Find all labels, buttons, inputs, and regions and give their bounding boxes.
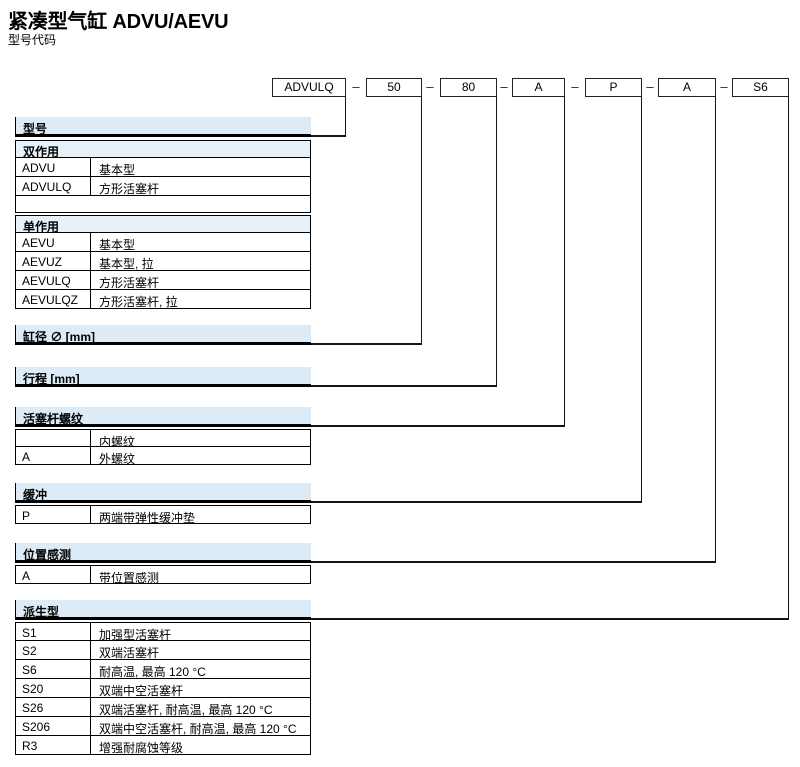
row-code-cell: S26 — [16, 698, 91, 716]
page-subtitle: 型号代码 — [8, 33, 57, 47]
row-desc-cell: 双端中空活塞杆 — [99, 683, 184, 698]
table-row: P 两端带弹性缓冲垫 — [15, 505, 311, 524]
row-code-cell: S1 — [16, 623, 91, 640]
connector-hline-rod-thread — [311, 425, 565, 427]
row-desc-cell: 基本型 — [99, 162, 136, 177]
row-desc-cell: 双端活塞杆, 耐高温, 最高 120 °C — [99, 702, 273, 717]
table-row: AEVUZ 基本型, 拉 — [15, 252, 311, 271]
table-row: AEVULQZ 方形活塞杆, 拉 — [15, 290, 311, 309]
dash-separator: – — [646, 79, 654, 94]
dash-separator: – — [500, 79, 508, 94]
row-desc-cell: 加强型活塞杆 — [99, 627, 172, 641]
connector-hline-position-sensing — [311, 561, 716, 563]
dash-separator: – — [571, 79, 579, 94]
dash-separator: – — [352, 79, 360, 94]
section-header-stroke: 行程 [mm] — [15, 367, 311, 387]
code-box-rod-thread: A — [512, 78, 565, 97]
table-row: S20 双端中空活塞杆 — [15, 679, 311, 698]
table-row: 内螺纹 — [15, 429, 311, 447]
row-desc-cell: 方形活塞杆, 拉 — [99, 294, 178, 309]
row-desc-cell: 外螺纹 — [99, 451, 136, 465]
row-desc-cell: 方形活塞杆 — [99, 181, 160, 196]
page-title: 紧凑型气缸 ADVU/AEVU — [8, 11, 229, 33]
row-code-cell: AEVU — [16, 233, 91, 251]
code-box-bore: 50 — [366, 78, 422, 97]
table-row: A 带位置感测 — [15, 565, 311, 584]
connector-vline-stroke — [495, 96, 497, 387]
table-row: A 外螺纹 — [15, 447, 311, 465]
connector-vline-model — [344, 96, 346, 137]
code-box-variant: S6 — [732, 78, 789, 97]
connector-hline-model — [311, 135, 346, 137]
row-code-cell: S6 — [16, 660, 91, 678]
table-row: S26 双端活塞杆, 耐高温, 最高 120 °C — [15, 698, 311, 717]
row-code-cell: R3 — [16, 736, 91, 754]
row-desc-cell: 带位置感测 — [99, 570, 160, 584]
row-code-cell: S206 — [16, 717, 91, 735]
row-desc-cell: 双端中空活塞杆, 耐高温, 最高 120 °C — [99, 721, 297, 736]
group-header-single-acting: 单作用 — [15, 215, 311, 234]
table-row: R3 增强耐腐蚀等级 — [15, 736, 311, 755]
dash-separator: – — [426, 79, 434, 94]
dash-separator: – — [720, 79, 728, 94]
code-box-position-sensing: A — [658, 78, 716, 97]
row-code-cell: ADVULQ — [16, 177, 91, 195]
row-desc-cell: 双端活塞杆 — [99, 645, 160, 660]
table-row: AEVU 基本型 — [15, 233, 311, 252]
row-code-cell: A — [16, 566, 91, 583]
row-code-cell: A — [16, 447, 91, 464]
row-code-cell: AEVULQ — [16, 271, 91, 289]
row-code-cell: AEVUZ — [16, 252, 91, 270]
table-row: ADVULQ 方形活塞杆 — [15, 177, 311, 196]
section-header-bore: 缸径 ∅ [mm] — [15, 325, 311, 345]
section-header-variants: 派生型 — [15, 600, 311, 620]
table-row: ADVU 基本型 — [15, 158, 311, 177]
row-desc-cell: 基本型, 拉 — [99, 256, 154, 271]
code-box-model: ADVULQ — [272, 78, 346, 97]
section-header-cushioning: 缓冲 — [15, 483, 311, 503]
empty-row — [15, 196, 311, 213]
row-code-cell: P — [16, 506, 91, 523]
row-code-cell — [16, 430, 91, 446]
connector-vline-variant — [787, 96, 789, 620]
row-code-cell: S20 — [16, 679, 91, 697]
row-desc-cell: 方形活塞杆 — [99, 275, 160, 290]
row-desc-cell: 耐高温, 最高 120 °C — [99, 664, 206, 679]
connector-vline-bore — [420, 96, 422, 345]
connector-vline-position-sensing — [714, 96, 716, 563]
row-code-cell: AEVULQZ — [16, 290, 91, 308]
row-desc-cell: 增强耐腐蚀等级 — [99, 740, 184, 755]
code-box-cushioning: P — [585, 78, 642, 97]
connector-hline-cushioning — [311, 501, 642, 503]
table-row: S1 加强型活塞杆 — [15, 622, 311, 641]
section-header-model: 型号 — [15, 117, 311, 137]
connector-vline-cushioning — [640, 96, 642, 503]
code-box-stroke: 80 — [440, 78, 497, 97]
table-row: S2 双端活塞杆 — [15, 641, 311, 660]
connector-hline-stroke — [311, 385, 497, 387]
section-header-position-sensing: 位置感测 — [15, 543, 311, 563]
row-code-cell: S2 — [16, 641, 91, 659]
row-desc-cell: 两端带弹性缓冲垫 — [99, 510, 196, 524]
row-desc-cell: 内螺纹 — [99, 434, 136, 447]
table-row: S6 耐高温, 最高 120 °C — [15, 660, 311, 679]
row-desc-cell: 基本型 — [99, 237, 136, 252]
connector-vline-rod-thread — [563, 96, 565, 427]
group-header-double-acting: 双作用 — [15, 140, 311, 159]
connector-hline-variant — [311, 618, 789, 620]
section-header-rod-thread: 活塞杆螺纹 — [15, 407, 311, 427]
table-row: S206 双端中空活塞杆, 耐高温, 最高 120 °C — [15, 717, 311, 736]
table-row: AEVULQ 方形活塞杆 — [15, 271, 311, 290]
row-code-cell: ADVU — [16, 158, 91, 176]
connector-hline-bore — [311, 343, 422, 345]
